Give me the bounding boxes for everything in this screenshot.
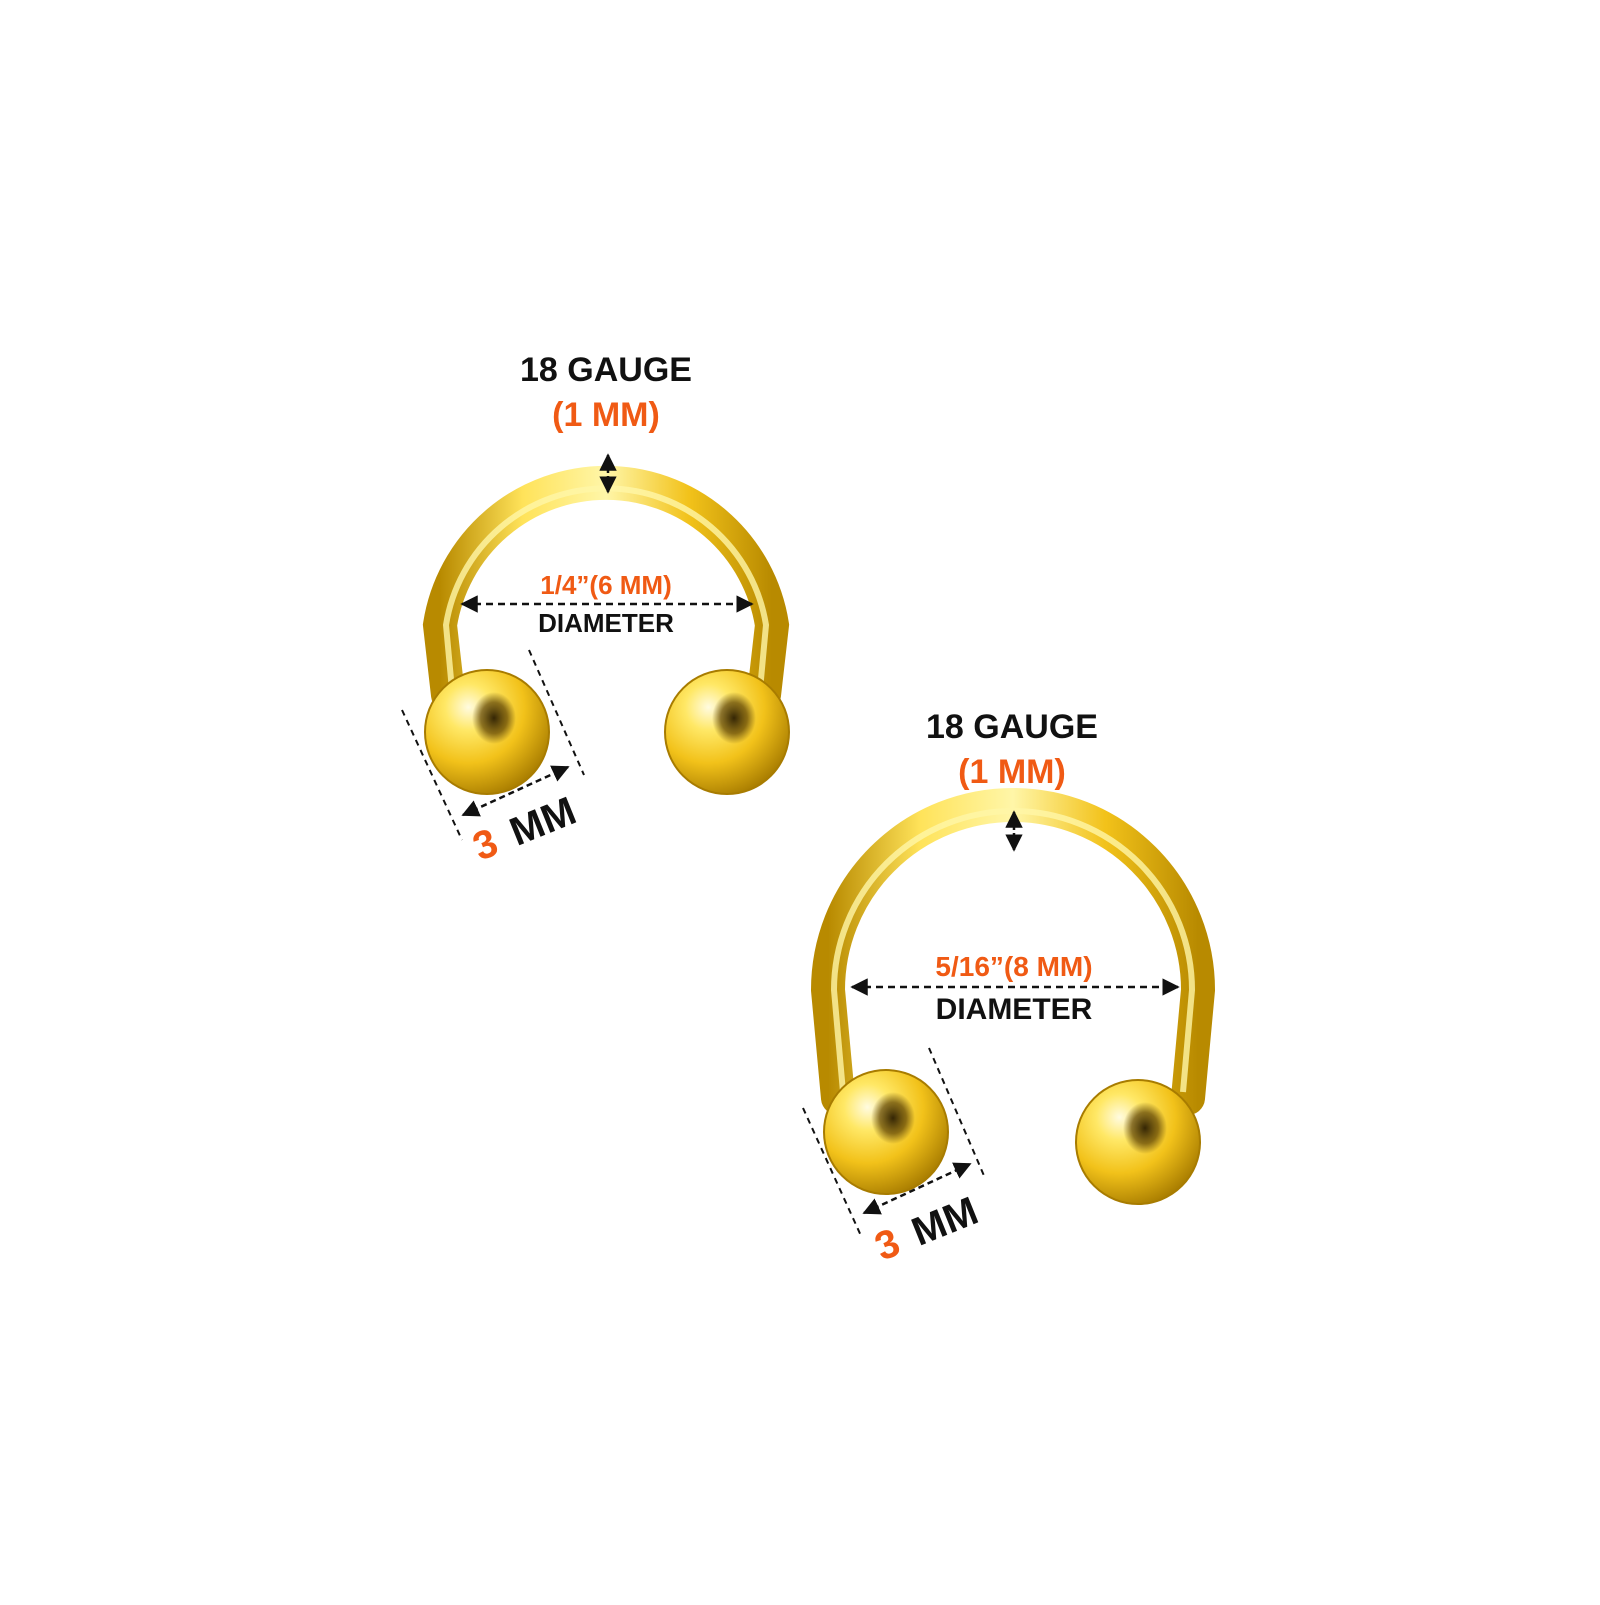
ring-2-gauge-label: 18 GAUGE [926, 708, 1098, 746]
ring-1-gauge-mm: (1 MM) [552, 396, 660, 434]
ring-2-diameter-label: DIAMETER [936, 993, 1093, 1026]
ring-1-ball-number: 3 [467, 820, 504, 869]
ring-1: 18 GAUGE (1 MM) 1/4”(6 MM) DIAMETER 3 MM [401, 351, 790, 870]
ring-2-ball-unit: MM [906, 1189, 984, 1255]
ring-2-ball-guide-left [802, 1107, 863, 1239]
ring-2-ball-size: 3 MM [869, 1189, 984, 1270]
ring-1-diameter-label: DIAMETER [538, 608, 674, 638]
ring-1-ball-guide-right [528, 649, 585, 776]
ring-2: 18 GAUGE (1 MM) 5/16”(8 MM) DIAMETER 3 M… [802, 708, 1216, 1270]
ring-1-ball-size: 3 MM [467, 789, 582, 870]
ring-2-gauge-mm: (1 MM) [958, 753, 1066, 791]
ring-2-ball-guide-right [928, 1047, 986, 1179]
ring-1-ball-right [664, 669, 790, 795]
ring-1-ball-left [424, 669, 550, 795]
ring-1-diameter-value: 1/4”(6 MM) [540, 570, 671, 600]
ring-1-ball-unit: MM [504, 789, 582, 855]
ring-1-ball-guide-left [401, 709, 463, 841]
ring-2-diameter-value: 5/16”(8 MM) [935, 951, 1092, 982]
ring-2-ball-left [823, 1069, 949, 1195]
ring-1-gauge-label: 18 GAUGE [520, 351, 692, 389]
ring-2-wire [810, 788, 1216, 1115]
ring-2-ball-right [1075, 1079, 1201, 1205]
ring-2-ball-number: 3 [869, 1220, 906, 1269]
